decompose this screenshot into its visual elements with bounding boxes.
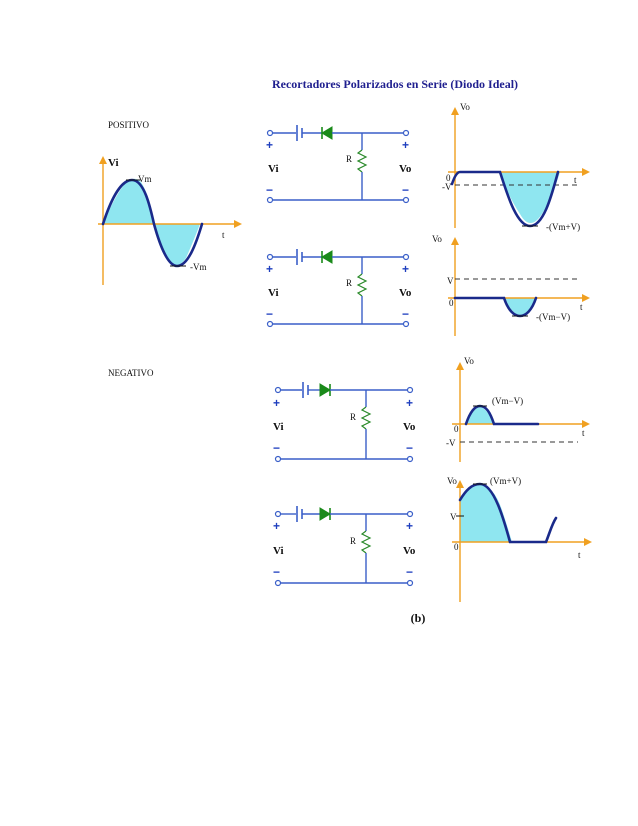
section-positive-label: POSITIVO <box>108 120 150 130</box>
input-minus: − <box>266 183 273 197</box>
input-terminal-top <box>266 129 274 137</box>
input-terminal-top <box>274 386 282 394</box>
figure-caption: (b) <box>411 611 426 625</box>
output-2-fill <box>504 298 536 316</box>
output-plus: + <box>406 519 413 533</box>
input-plus: + <box>266 262 273 276</box>
output-4-curve <box>458 482 558 544</box>
resistor-label: R <box>350 412 356 422</box>
resistor-icon <box>356 273 368 297</box>
output-terminal-bottom <box>406 455 414 463</box>
resistor-label: R <box>346 278 352 288</box>
resistor-icon <box>356 149 368 173</box>
section-negative-label: NEGATIVO <box>108 368 154 378</box>
output-2-zero: 0 <box>449 298 454 308</box>
input-plus: + <box>273 519 280 533</box>
vi-label: Vi <box>273 545 284 557</box>
input-sine-curve <box>101 178 204 268</box>
output-1-curve <box>450 170 560 228</box>
resistor-label: R <box>346 154 352 164</box>
vi-label: Vi <box>268 287 279 299</box>
output-4-x-label: t <box>578 550 581 560</box>
output-3-x-label: t <box>582 428 585 438</box>
input-terminal-bottom <box>274 579 282 587</box>
input-y-label: Vi <box>108 157 119 169</box>
vo-label: Vo <box>403 421 416 433</box>
output-1-y-label: Vo <box>460 102 470 112</box>
output-terminal-bottom <box>402 320 410 328</box>
input-peak-label: Vm <box>138 174 152 184</box>
output-2-extreme: -(Vm−V) <box>536 312 570 322</box>
output-minus: − <box>402 307 409 321</box>
output-1-level: -V <box>442 182 452 192</box>
resistor-icon <box>360 530 372 554</box>
output-4-y-label: Vo <box>447 476 457 486</box>
output-4-fill <box>460 484 512 542</box>
output-1-x-label: t <box>574 175 577 185</box>
output-terminal-top <box>406 510 414 518</box>
input-waveform: Vi t Vm -Vm <box>98 156 242 285</box>
output-4-level: V <box>450 512 457 522</box>
vi-label: Vi <box>273 421 284 433</box>
output-graph-3: Vo t 0 -V (Vm−V) <box>446 356 590 462</box>
output-plus: + <box>402 262 409 276</box>
diode-icon <box>319 383 331 397</box>
input-y-arrow <box>99 156 107 164</box>
input-positive-fill <box>103 178 154 224</box>
output-4-zero: 0 <box>454 542 459 552</box>
output-4-extreme: (Vm+V) <box>490 476 521 486</box>
input-terminal-top <box>266 253 274 261</box>
input-plus: + <box>266 138 273 152</box>
input-x-label: t <box>222 230 225 240</box>
resistor-label: R <box>350 536 356 546</box>
output-minus: − <box>406 441 413 455</box>
output-graph-4: Vo t 0 V (Vm+V) <box>447 476 592 602</box>
diode-icon <box>321 126 333 140</box>
output-2-level: V <box>447 276 454 286</box>
output-plus: + <box>406 396 413 410</box>
circuit-1: + + − − Vi Vo R <box>266 125 412 204</box>
input-minus: − <box>266 307 273 321</box>
circuit-3: + + − − Vi Vo R <box>273 382 416 463</box>
output-1-zero: 0 <box>446 173 451 183</box>
input-terminal-bottom <box>266 196 274 204</box>
vo-label: Vo <box>399 287 412 299</box>
input-x-arrow <box>234 220 242 228</box>
output-terminal-bottom <box>402 196 410 204</box>
output-terminal-bottom <box>406 579 414 587</box>
input-trough-label: -Vm <box>190 262 207 272</box>
output-3-zero: 0 <box>454 424 459 434</box>
vi-label: Vi <box>268 163 279 175</box>
output-minus: − <box>402 183 409 197</box>
output-3-y-label: Vo <box>464 356 474 366</box>
output-minus: − <box>406 565 413 579</box>
output-3-level: -V <box>446 438 456 448</box>
input-minus: − <box>273 565 280 579</box>
input-plus: + <box>273 396 280 410</box>
vo-label: Vo <box>399 163 412 175</box>
input-minus: − <box>273 441 280 455</box>
output-plus: + <box>402 138 409 152</box>
page-title: Recortadores Polarizados en Serie (Diodo… <box>272 77 518 91</box>
output-3-fill <box>466 406 494 424</box>
circuit-4: + + − − Vi Vo R <box>273 506 416 587</box>
output-1-extreme: -(Vm+V) <box>546 222 580 232</box>
diode-icon <box>319 507 331 521</box>
output-graph-2: Vo t 0 V -(Vm−V) <box>432 234 590 336</box>
output-2-x-label: t <box>580 302 583 312</box>
output-terminal-top <box>402 129 410 137</box>
output-terminal-top <box>402 253 410 261</box>
output-graph-1: Vo t 0 -V -(Vm+V) <box>442 102 590 232</box>
output-2-y-label: Vo <box>432 234 442 244</box>
input-terminal-top <box>274 510 282 518</box>
vo-label: Vo <box>403 545 416 557</box>
resistor-icon <box>360 406 372 430</box>
diode-icon <box>321 250 333 264</box>
output-terminal-top <box>406 386 414 394</box>
output-3-extreme: (Vm−V) <box>492 396 523 406</box>
circuit-2: + + − − Vi Vo R <box>266 249 412 328</box>
input-terminal-bottom <box>266 320 274 328</box>
input-terminal-bottom <box>274 455 282 463</box>
